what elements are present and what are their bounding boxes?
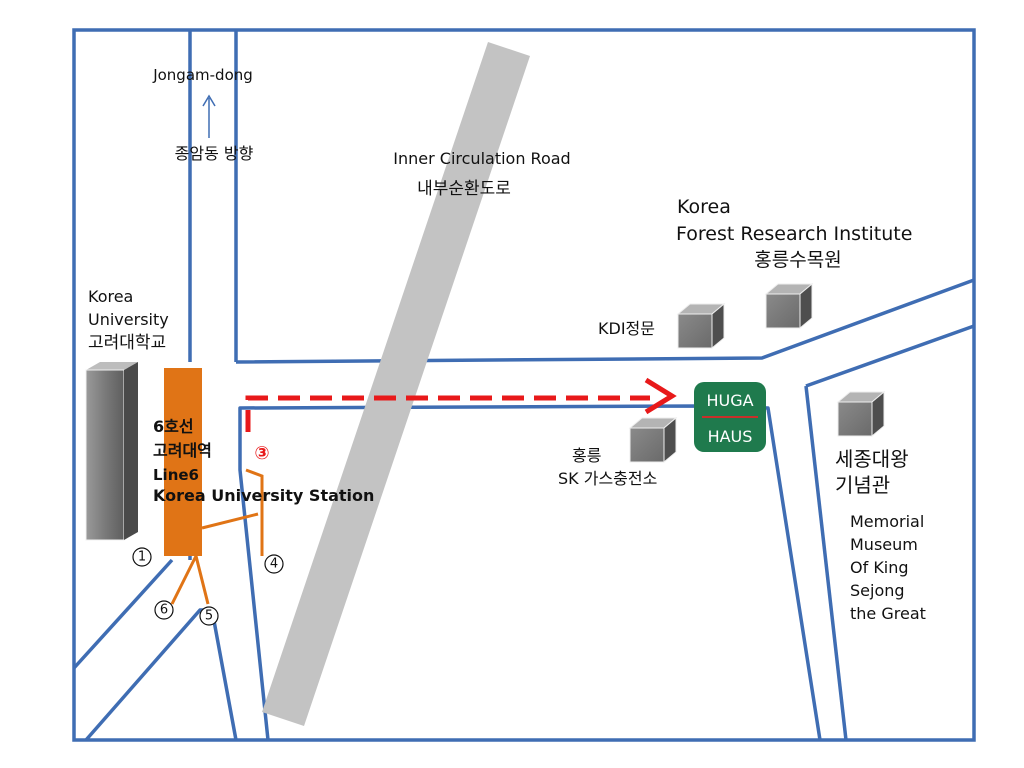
route-arrow (245, 377, 677, 432)
station-label-ko-line: 6호선 (153, 417, 194, 436)
exit-1-number: 1 (138, 550, 146, 565)
jongam-label-ko: 종암동 방향 (175, 144, 254, 163)
korea-university-building (85, 362, 138, 541)
road-east-branch (805, 324, 975, 388)
memorial-label-3: Of King (850, 558, 909, 577)
ku-label-ko: 고려대학교 (88, 333, 166, 353)
exit-marker-6[interactable]: 6 (154, 600, 174, 620)
exit-marker-5[interactable]: 5 (199, 606, 219, 626)
sk-station-label-line1: 홍릉 (572, 446, 601, 465)
destination-line2: HAUS (708, 427, 753, 446)
road-east-branch-down (804, 385, 848, 741)
ku-label-line1: Korea (88, 287, 133, 306)
cube-building-icon (677, 303, 725, 349)
sejong-label-ko1: 세종대왕 (835, 447, 909, 471)
station-label-ko-name: 고려대역 (153, 441, 212, 460)
forest-label-line1: Korea (677, 196, 731, 218)
map-frame (72, 28, 976, 742)
inner-road-label-en: Inner Circulation Road (393, 149, 570, 168)
road-station-side (238, 410, 270, 741)
exit-marker-1[interactable]: 1 (132, 547, 152, 567)
forest-label-ko: 홍릉수목원 (754, 249, 841, 271)
ku-label-line2: University (88, 310, 169, 329)
arrow-up-icon (202, 94, 216, 138)
exit-4-number: 4 (270, 557, 278, 572)
destination-line1: HUGA (706, 391, 753, 410)
memorial-label-4: Sejong (850, 581, 905, 600)
cube-building-icon (837, 391, 885, 437)
memorial-label-5: the Great (850, 604, 926, 623)
exit-6-number: 6 (160, 603, 168, 618)
sk-station-label-line2: SK 가스충전소 (558, 469, 657, 488)
exit-marker-4[interactable]: 4 (264, 554, 284, 574)
exit-marker-3[interactable]: ③ (254, 443, 269, 464)
subway-station-block (164, 368, 202, 556)
memorial-label-1: Memorial (850, 512, 924, 531)
sejong-label-ko2: 기념관 (835, 473, 890, 497)
memorial-label-2: Museum (850, 535, 918, 554)
kdi-gate-label: KDI정문 (598, 319, 655, 338)
inner-road-label-ko: 내부순환도로 (417, 179, 511, 199)
inner-circulation-road (262, 42, 530, 726)
road-diagonal-outer (72, 558, 174, 670)
huga-haus-destination[interactable]: HUGA HAUS (694, 382, 766, 452)
jongam-label-en: Jongam-dong (152, 66, 253, 84)
exit-5-number: 5 (205, 609, 213, 624)
cube-building-icon (629, 417, 677, 463)
station-label-en-name: Korea University Station (153, 486, 374, 505)
cube-building-icon (765, 283, 813, 329)
station-label-en-line: Line6 (153, 466, 199, 484)
forest-label-line2: Forest Research Institute (676, 223, 912, 245)
exit-connectors (170, 468, 264, 605)
